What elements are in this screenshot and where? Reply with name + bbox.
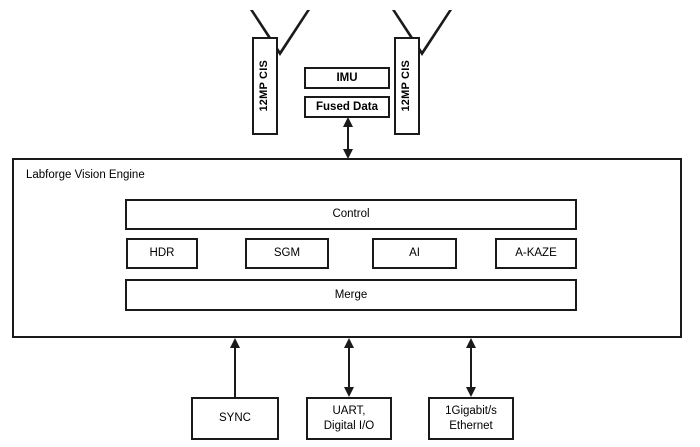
io-ethernet-block: 1Gigabit/s Ethernet xyxy=(428,397,514,440)
merge-block: Merge xyxy=(125,279,577,311)
unit-sgm-block: SGM xyxy=(245,238,329,269)
camera-right-body: 12MP CIS xyxy=(394,37,420,135)
unit-hdr-block: HDR xyxy=(126,238,198,269)
io-sync-block: SYNC xyxy=(191,397,279,440)
camera-left-label: 12MP CIS xyxy=(258,60,271,112)
vision-engine-container: Labforge Vision Engine Control HDR SGM A… xyxy=(12,158,682,338)
camera-left-body: 12MP CIS xyxy=(252,37,278,135)
unit-ai-label: AI xyxy=(409,247,420,260)
control-label: Control xyxy=(332,208,370,221)
unit-akaze-label: A-KAZE xyxy=(515,247,557,260)
merge-label: Merge xyxy=(334,288,368,301)
imu-label: IMU xyxy=(336,71,358,84)
control-block: Control xyxy=(125,199,577,230)
unit-akaze-block: A-KAZE xyxy=(495,238,577,269)
io-sync-label: SYNC xyxy=(219,412,251,425)
arrow-fused-data-to-engine xyxy=(340,117,356,159)
arrow-uart-to-engine xyxy=(341,338,357,397)
arrow-ethernet-to-engine xyxy=(463,338,479,397)
unit-ai-block: AI xyxy=(372,238,457,269)
unit-hdr-label: HDR xyxy=(149,247,175,260)
fused-data-label: Fused Data xyxy=(316,100,378,113)
camera-right-label: 12MP CIS xyxy=(400,60,413,112)
unit-sgm-label: SGM xyxy=(273,247,301,260)
io-uart-block: UART, Digital I/O xyxy=(306,397,392,440)
io-ethernet-label: 1Gigabit/s Ethernet xyxy=(445,405,497,432)
fused-data-block: Fused Data xyxy=(304,96,390,118)
vision-engine-title: Labforge Vision Engine xyxy=(26,169,145,181)
arrow-sync-to-engine xyxy=(227,338,243,398)
imu-block: IMU xyxy=(304,67,390,89)
io-uart-label: UART, Digital I/O xyxy=(323,405,375,432)
